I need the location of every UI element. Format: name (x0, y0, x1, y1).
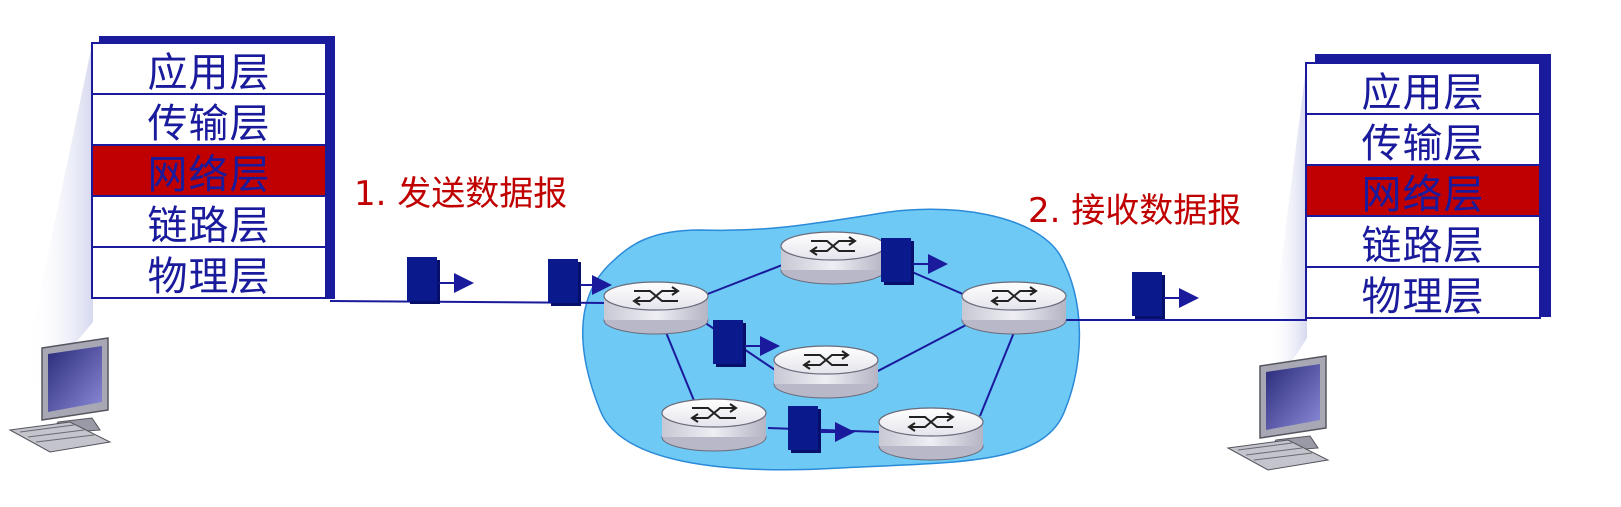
packet-1 (407, 257, 474, 304)
router-a (603, 281, 709, 335)
left-layer-physical: 物理层 (91, 246, 327, 300)
router-f (878, 407, 984, 461)
router-b (780, 231, 886, 285)
left-stack-beam (28, 40, 93, 400)
link-a-b (704, 261, 791, 296)
left-layer-network: 网络层 (91, 144, 327, 198)
packet-5 (788, 406, 855, 453)
packet-3 (881, 238, 948, 285)
router-c (773, 345, 879, 399)
right-layer-transport: 传输层 (1305, 113, 1541, 167)
right-layer-physical: 物理层 (1305, 266, 1541, 320)
right-layer-network: 网络层 (1305, 164, 1541, 218)
link-e-f (979, 329, 1016, 417)
left-protocol-stack: 应用层 传输层 网络层 链路层 物理层 (91, 42, 327, 300)
router-d (661, 398, 767, 452)
link-a-d (664, 329, 696, 404)
left-layer-transport: 传输层 (91, 93, 327, 147)
right-layer-link: 链路层 (1305, 215, 1541, 269)
host-b-computer-icon (1226, 355, 1330, 471)
host-a-computer-icon (8, 337, 112, 453)
send-datagram-label: 1. 发送数据报 (354, 174, 568, 214)
packet-6 (1132, 272, 1199, 319)
right-stack-beam (1268, 60, 1307, 398)
right-protocol-stack: 应用层 传输层 网络层 链路层 物理层 (1305, 62, 1541, 320)
packet-4 (713, 320, 780, 367)
link-d-f (767, 427, 881, 433)
link-c-e (875, 324, 967, 373)
right-layer-application: 应用层 (1305, 62, 1541, 116)
packet-2 (548, 259, 612, 306)
router-e (961, 281, 1067, 335)
left-layer-application: 应用层 (91, 42, 327, 96)
receive-datagram-label: 2. 接收数据报 (1028, 191, 1242, 231)
left-layer-link: 链路层 (91, 195, 327, 249)
